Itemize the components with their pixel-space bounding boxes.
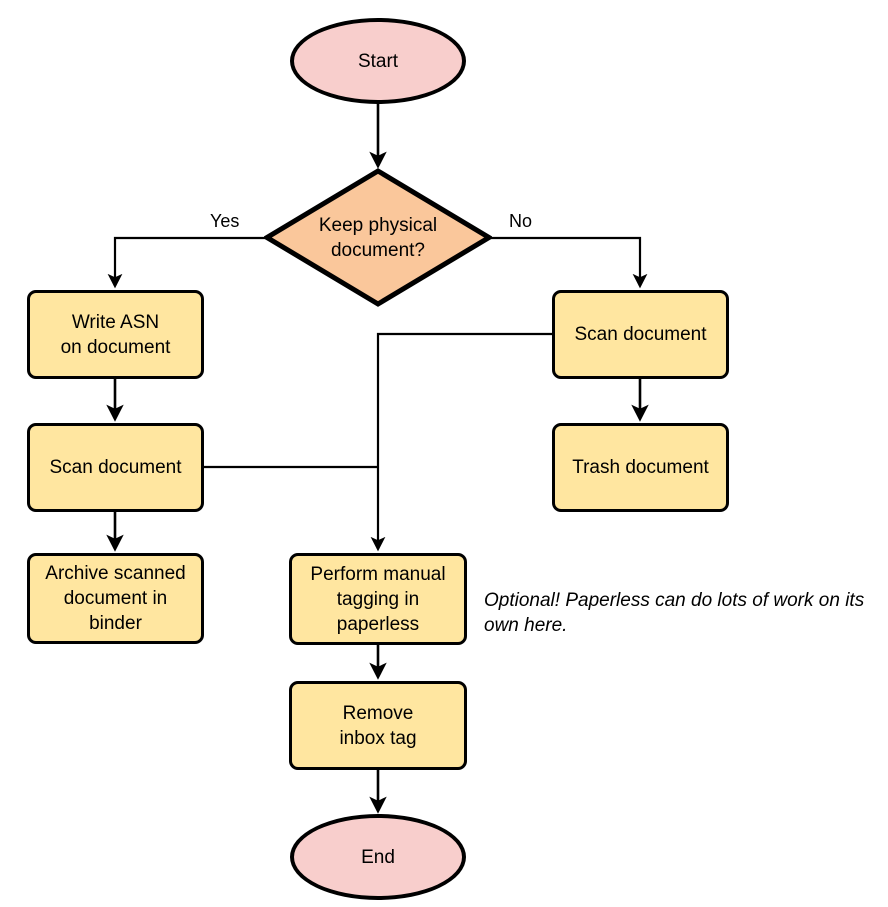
optional-note: Optional! Paperless can do lots of work … [484,590,865,636]
node-end[interactable]: End [290,814,466,900]
node-write-asn[interactable]: Write ASN on document [27,290,204,379]
edge-decision-yes-to-write-asn [107,236,266,289]
node-start[interactable]: Start [290,18,466,104]
node-perform-manual-tagging[interactable]: Perform manual tagging in paperless [289,553,467,645]
node-remove-inbox-tag-label: Remove inbox tag [339,702,417,749]
node-decision-label: Keep physical document? [318,214,438,261]
node-remove-inbox-tag[interactable]: Remove inbox tag [289,681,467,770]
node-scan-document-right-label: Scan document [574,324,707,345]
node-decision[interactable]: Keep physical document? [264,168,492,307]
node-perform-manual-tagging-label: Perform manual tagging in paperless [310,563,446,635]
edge-label-yes: Yes [210,211,240,231]
node-write-asn-label: Write ASN on document [60,311,171,358]
node-scan-document-left-label: Scan document [49,457,182,478]
edge-scan-right-to-manual-tagging [370,332,552,552]
node-scan-document-right[interactable]: Scan document [552,290,729,379]
node-trash-document[interactable]: Trash document [552,423,729,512]
node-archive-scanned-document-label: Archive scanned document in binder [45,563,186,634]
edge-label-no: No [509,211,533,231]
node-trash-document-label: Trash document [572,457,709,478]
node-scan-document-left[interactable]: Scan document [27,423,204,512]
edge-decision-no-to-scan-right [490,236,648,289]
node-archive-scanned-document[interactable]: Archive scanned document in binder [27,553,204,644]
decision-diamond-shape [264,168,492,307]
node-end-label: End [361,846,395,868]
node-start-label: Start [357,50,399,72]
